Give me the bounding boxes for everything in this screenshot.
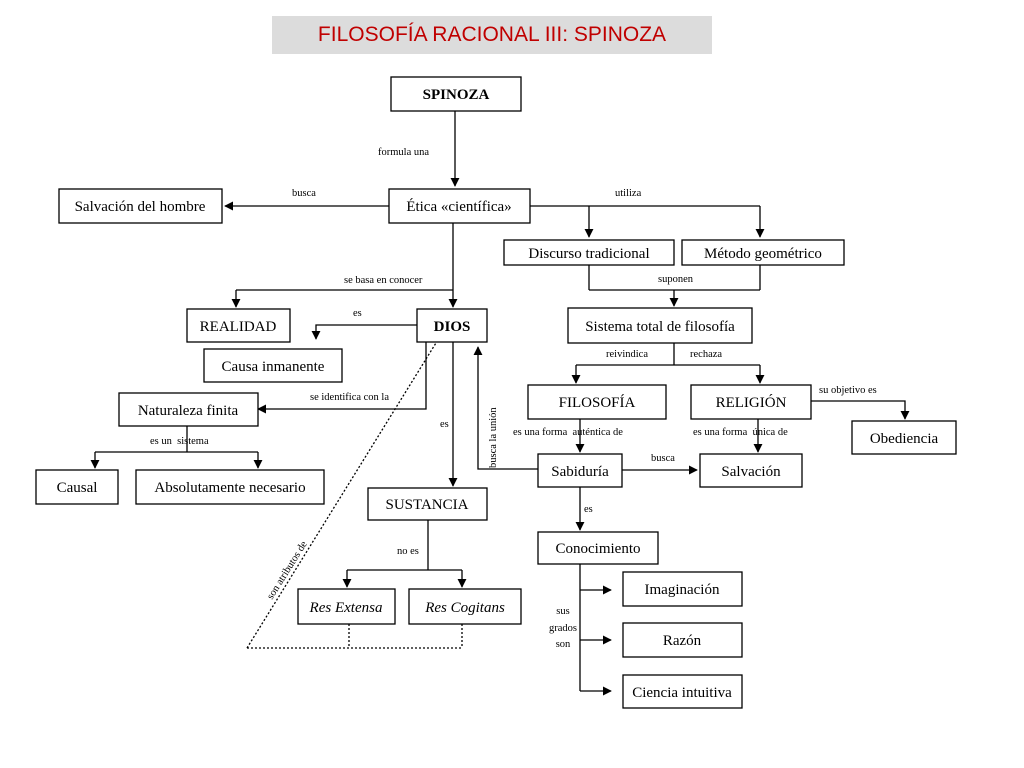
- label-se-identifica: se identifica con la: [310, 392, 389, 403]
- node-salvacion-hombre: Salvación del hombre: [58, 188, 223, 224]
- label-formula-una: formula una: [378, 147, 429, 158]
- label-es-una-forma-autentica: es una forma auténtica de: [513, 427, 623, 438]
- node-salvacion-label: Salvación: [721, 464, 781, 480]
- node-sustancia-label: SUSTANCIA: [386, 497, 469, 513]
- node-imaginacion: Imaginación: [622, 571, 743, 607]
- node-discurso-label: Discurso tradicional: [528, 246, 649, 262]
- node-etica: Ética «científica»: [388, 188, 531, 224]
- node-discurso: Discurso tradicional: [503, 239, 675, 266]
- node-razon: Razón: [622, 622, 743, 658]
- label-reivindica: reivindica: [606, 349, 648, 360]
- node-salvacion-hombre-label: Salvación del hombre: [75, 199, 206, 215]
- node-metodo: Método geométrico: [681, 239, 845, 266]
- title-banner: FILOSOFÍA RACIONAL III: SPINOZA: [272, 16, 712, 54]
- node-ciencia-intuitiva-label: Ciencia intuitiva: [632, 685, 732, 701]
- node-metodo-label: Método geométrico: [704, 246, 822, 262]
- edge-religion-obediencia: [811, 400, 910, 420]
- node-sabiduria: Sabiduría: [537, 453, 623, 488]
- label-busca-1: busca: [292, 188, 316, 199]
- node-religion-label: RELIGIÓN: [716, 394, 787, 411]
- label-grados: grados: [549, 623, 577, 634]
- node-sabiduria-label: Sabiduría: [551, 464, 609, 480]
- node-absolutamente: Absolutamente necesario: [135, 469, 325, 505]
- node-dios: DIOS: [416, 308, 488, 343]
- node-sistema-total-label: Sistema total de filosofía: [585, 319, 735, 335]
- label-es-2: es: [440, 419, 449, 430]
- label-se-basa: se basa en conocer: [344, 275, 423, 286]
- node-sistema-total: Sistema total de filosofía: [567, 307, 753, 344]
- node-religion: RELIGIÓN: [690, 384, 812, 420]
- node-filosofia: FILOSOFÍA: [527, 384, 667, 420]
- node-etica-label: Ética «científica»: [406, 198, 511, 215]
- node-obediencia: Obediencia: [851, 420, 957, 455]
- label-es-3: es: [584, 504, 593, 515]
- label-busca-union: busca la unión: [488, 407, 499, 468]
- node-res-extensa-label: Res Extensa: [309, 600, 383, 616]
- node-naturaleza-finita: Naturaleza finita: [118, 392, 259, 427]
- label-no-es: no es: [397, 546, 419, 557]
- node-absolutamente-label: Absolutamente necesario: [154, 480, 305, 496]
- node-imaginacion-label: Imaginación: [645, 582, 720, 598]
- label-utiliza: utiliza: [615, 188, 642, 199]
- label-es-1: es: [353, 308, 362, 319]
- node-ciencia-intuitiva: Ciencia intuitiva: [622, 674, 743, 709]
- node-dios-label: DIOS: [434, 319, 471, 335]
- label-suponen: suponen: [658, 274, 694, 285]
- node-razon-label: Razón: [663, 633, 702, 649]
- label-su-objetivo: su objetivo es: [819, 385, 877, 396]
- label-es-una-forma-unica: es una forma única de: [693, 427, 788, 438]
- node-salvacion: Salvación: [699, 453, 803, 488]
- label-busca-2: busca: [651, 453, 675, 464]
- connectors: [90, 111, 910, 696]
- label-sus: sus: [556, 606, 569, 617]
- node-conocimiento: Conocimiento: [537, 531, 659, 565]
- label-son: son: [556, 639, 571, 650]
- node-sustancia: SUSTANCIA: [367, 487, 488, 521]
- node-realidad-label: REALIDAD: [200, 319, 277, 335]
- node-res-extensa: Res Extensa: [297, 588, 396, 625]
- edge-sabiduria-dios: [473, 346, 538, 470]
- edge-labels: formula una busca utiliza se basa en con…: [150, 147, 877, 650]
- edge-dios-naturaleza: [257, 342, 427, 414]
- node-res-cogitans: Res Cogitans: [408, 588, 522, 625]
- node-causa-inmanente-label: Causa inmanente: [222, 359, 325, 375]
- node-obediencia-label: Obediencia: [870, 431, 939, 447]
- edge-dios-causa: [311, 324, 417, 340]
- node-causal-label: Causal: [57, 480, 98, 496]
- page-title: FILOSOFÍA RACIONAL III: SPINOZA: [317, 23, 667, 46]
- node-filosofia-label: FILOSOFÍA: [559, 394, 636, 411]
- node-causa-inmanente: Causa inmanente: [203, 348, 343, 383]
- node-spinoza: SPINOZA: [390, 76, 522, 112]
- node-realidad: REALIDAD: [186, 308, 291, 343]
- node-res-cogitans-label: Res Cogitans: [424, 600, 505, 616]
- node-conocimiento-label: Conocimiento: [556, 541, 641, 557]
- node-causal: Causal: [35, 469, 119, 505]
- node-naturaleza-finita-label: Naturaleza finita: [138, 403, 239, 419]
- label-es-un-sistema: es un sistema: [150, 436, 209, 447]
- node-spinoza-label: SPINOZA: [423, 87, 490, 103]
- label-rechaza: rechaza: [690, 349, 722, 360]
